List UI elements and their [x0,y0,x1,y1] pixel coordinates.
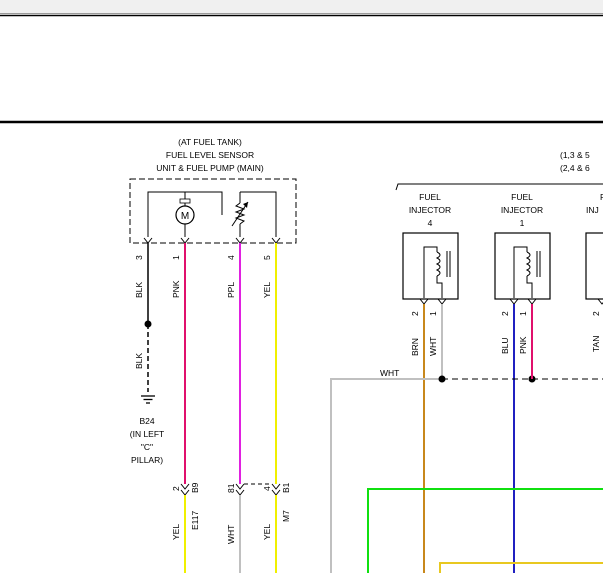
injector-note-1: (1,3 & 5 [560,150,590,160]
m7-pin-b: 4 [262,486,272,491]
gold-wire [439,562,603,573]
wire-label-ppl: PPL [226,282,236,298]
injector-1-chevrons [509,298,537,305]
injector-4-pin-2: 2 [410,311,420,316]
injector-note-2: (2,4 & 6 [560,163,590,173]
motor-symbol: M [181,211,189,222]
motor-icon [175,205,195,225]
injector-3-pin-2: 2 [591,311,601,316]
wire-label-pnk-injector: PNK [518,336,528,354]
injector-1-label-1: FUEL [511,192,533,202]
ground-icon [141,395,155,404]
injector-4-label-3: 4 [428,218,433,228]
injector-4-box [402,232,459,300]
sensor-pin-3: 3 [134,255,144,260]
e117-pin: 2 [171,486,181,491]
injector-4-label-1: FUEL [419,192,441,202]
injector-3-box [585,232,603,300]
wht-splice-dot [438,375,446,383]
injector-3-label-1: F [600,192,603,202]
m7-name: M7 [281,510,291,522]
sensor-pin-1: 1 [171,255,181,260]
sensor-title-1: (AT FUEL TANK) [178,137,242,147]
wire-label-yel: YEL [262,282,272,298]
wire-label-wht-lower: WHT [226,525,236,544]
green-wire [367,488,603,573]
e117-cavity: B9 [190,482,200,493]
wire-label-pnk: PNK [171,280,181,298]
ground-label-1: B24 [139,416,154,426]
m7-cavity: B1 [281,482,291,493]
ground-label-2: (IN LEFT [130,429,164,439]
e117-name: E117 [190,511,200,530]
wire-label-blk-1: BLK [134,282,144,298]
motor-bar [179,198,191,204]
injector-1-box [494,232,551,300]
sensor-wire-5 [258,191,277,237]
injector-3-chevrons [597,298,603,305]
sensor-pin-5: 5 [262,255,272,260]
sensor-title-3: UNIT & FUEL PUMP (MAIN) [156,163,264,173]
wht-bus-wire [330,378,442,573]
injector-3-label-2: INJ [586,205,599,215]
ground-label-4: PILLAR) [131,455,163,465]
sensor-title-2: FUEL LEVEL SENSOR [166,150,254,160]
injector-1-pin-1: 1 [518,311,528,316]
injector-4-coil-icon [423,246,451,298]
wire-label-yel-lower-2: YEL [262,524,272,540]
injector-4-pin-1: 1 [428,311,438,316]
sensor-unit-box [129,178,297,244]
injector-1-pin-2: 2 [500,311,510,316]
injector-4-chevrons [419,298,447,305]
ground-label-3: "C" [141,442,153,452]
injector-1-label-2: INJECTOR [501,205,543,215]
m7-pin-a: 81 [226,483,236,493]
wire-label-blu: BLU [500,337,510,354]
injector-1-label-3: 1 [520,218,525,228]
sensor-connector-chevrons [143,237,281,244]
top-toolbar-strip [0,0,603,14]
injector-bracket [395,183,603,191]
wire-label-wht-injector: WHT [428,337,438,356]
wire-label-brn: BRN [410,338,420,356]
resistor-arrow-head [243,202,248,208]
injector-4-label-2: INJECTOR [409,205,451,215]
wire-label-yel-lower-1: YEL [171,524,181,540]
wire-label-tan: TAN [591,336,601,352]
injector-1-coil-icon [513,246,541,298]
sensor-pin-4: 4 [226,255,236,260]
wire-label-wht-bus: WHT [380,368,399,378]
wire-label-blk-2: BLK [134,353,144,369]
